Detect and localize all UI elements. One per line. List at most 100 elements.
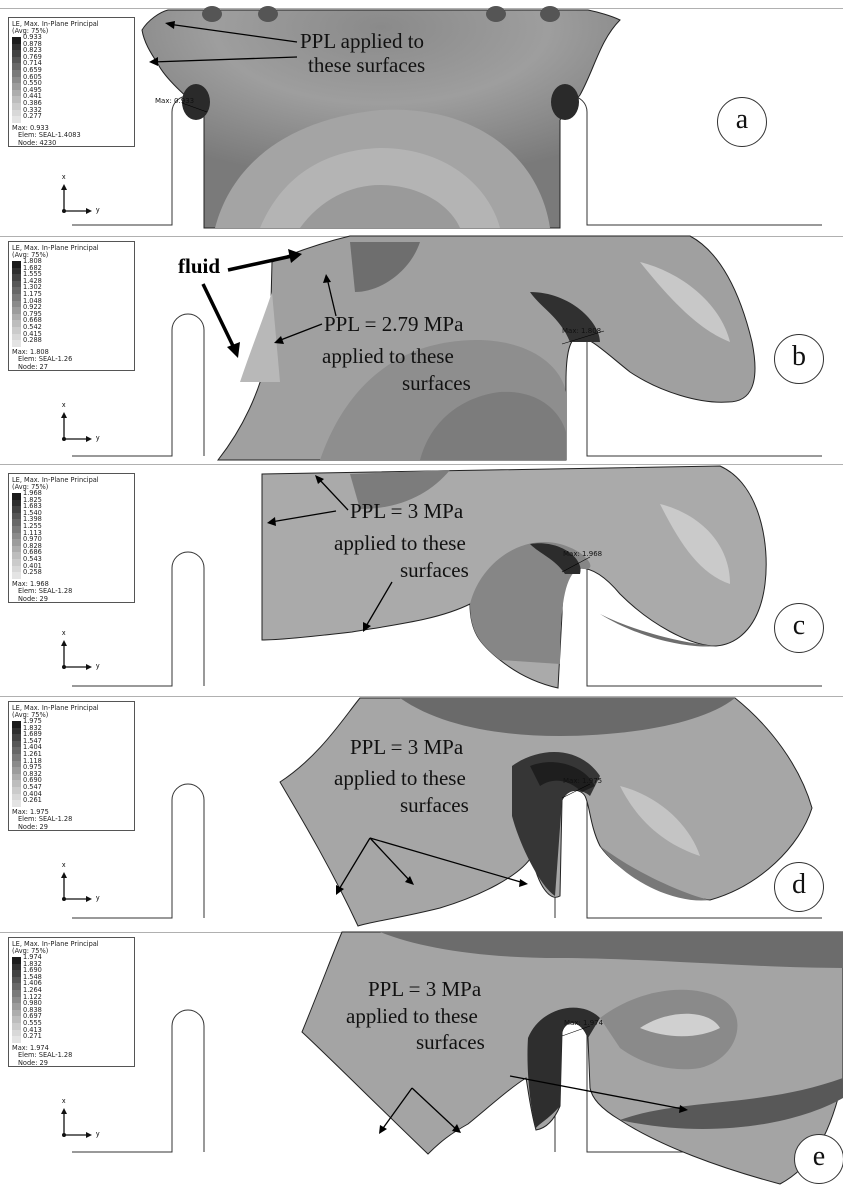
- annotation-line: PPL = 3 MPa: [350, 499, 463, 523]
- legend-swatch: [12, 57, 21, 64]
- legend-swatch: [12, 970, 21, 977]
- legend-value: 0.258: [23, 569, 42, 576]
- legend-swatch: [12, 787, 21, 794]
- legend-swatch: [12, 261, 21, 268]
- legend-swatch: [12, 307, 21, 314]
- legend-swatch: [12, 1003, 21, 1010]
- legend-swatch: [12, 77, 21, 84]
- legend-values: 1.808 1.682 1.555 1.428 1.302 1.175 1.04…: [23, 258, 42, 344]
- max-label: Max: 1.808: [562, 327, 601, 335]
- panel-a: LE, Max. In-Plane Principal (Avg: 75%) 0…: [0, 0, 843, 232]
- panel-label: b: [774, 334, 824, 384]
- legend-values: 0.933 0.878 0.823 0.769 0.714 0.659 0.60…: [23, 34, 42, 120]
- legend-node: Node: 27: [12, 364, 72, 371]
- legend-swatch: [12, 983, 21, 990]
- panel-b: LE, Max. In-Plane Principal (Avg: 75%) 1…: [0, 232, 843, 464]
- panel-c: LE, Max. In-Plane Principal (Avg: 75%) 1…: [0, 464, 843, 696]
- annotation-line: surfaces: [402, 371, 471, 395]
- axis-y-label: y: [96, 207, 100, 214]
- max-label: Max: 0.933: [155, 97, 194, 105]
- legend: LE, Max. In-Plane Principal (Avg: 75%) 1…: [8, 937, 135, 1067]
- legend-swatch: [12, 754, 21, 761]
- legend-stats: Max: 1.808 Elem: SEAL-1.26 Node: 27: [12, 349, 72, 371]
- legend-stats: Max: 1.968 Elem: SEAL-1.28 Node: 29: [12, 581, 72, 603]
- legend-stats: Max: 0.933 Elem: SEAL-1.4083 Node: 4230: [12, 125, 81, 147]
- legend-swatch: [12, 747, 21, 754]
- legend-swatch: [12, 83, 21, 90]
- legend-swatch: [12, 533, 21, 540]
- legend-node: Node: 29: [12, 596, 72, 603]
- legend-color-scale: [12, 721, 21, 807]
- legend-swatch: [12, 964, 21, 971]
- coordinate-triad: x y: [54, 1100, 104, 1140]
- legend-swatch: [12, 274, 21, 281]
- legend-swatch: [12, 1030, 21, 1037]
- annotation-line: PPL applied to: [300, 29, 424, 53]
- legend-swatch: [12, 314, 21, 321]
- legend-swatch: [12, 559, 21, 566]
- coordinate-triad: x y: [54, 864, 104, 904]
- panel-label: c: [774, 603, 824, 653]
- legend-swatch: [12, 1010, 21, 1017]
- legend-swatch: [12, 63, 21, 70]
- legend-swatch: [12, 1016, 21, 1023]
- panel-label: a: [717, 97, 767, 147]
- legend-swatch: [12, 116, 21, 123]
- legend-swatch: [12, 294, 21, 301]
- panel-label: e: [794, 1134, 843, 1184]
- legend-swatch: [12, 741, 21, 748]
- legend-swatch: [12, 340, 21, 347]
- legend-swatch: [12, 800, 21, 807]
- annotation-line: applied to these: [322, 344, 454, 368]
- legend-swatch: [12, 281, 21, 288]
- annotation-line: surfaces: [400, 793, 469, 817]
- legend-swatch: [12, 493, 21, 500]
- legend-swatch: [12, 334, 21, 341]
- legend-swatch: [12, 50, 21, 57]
- legend-color-scale: [12, 261, 21, 347]
- axis-y-label: y: [96, 1131, 100, 1138]
- legend: LE, Max. In-Plane Principal (Avg: 75%) 1…: [8, 701, 135, 831]
- max-label: Max: 1.974: [564, 1019, 603, 1027]
- legend-swatch: [12, 513, 21, 520]
- legend-color-scale: [12, 493, 21, 579]
- legend-swatch: [12, 268, 21, 275]
- legend-value: 0.261: [23, 797, 42, 804]
- legend-value: 0.288: [23, 337, 42, 344]
- max-label: Max: 1.968: [563, 550, 602, 558]
- legend-swatch: [12, 526, 21, 533]
- axis-y-label: y: [96, 895, 100, 902]
- legend-swatch: [12, 794, 21, 801]
- axis-y-label: y: [96, 435, 100, 442]
- legend: LE, Max. In-Plane Principal (Avg: 75%) 0…: [8, 17, 135, 147]
- annotation-line: surfaces: [416, 1030, 485, 1054]
- annotation-line: applied to these: [334, 766, 466, 790]
- legend-node: Node: 4230: [12, 140, 81, 147]
- legend-swatch: [12, 320, 21, 327]
- legend-swatch: [12, 761, 21, 768]
- axis-x-label: x: [62, 402, 66, 409]
- legend-swatch: [12, 519, 21, 526]
- annotation-line: PPL = 3 MPa: [368, 977, 481, 1001]
- legend-color-scale: [12, 957, 21, 1043]
- legend-swatch: [12, 37, 21, 44]
- legend-swatch: [12, 103, 21, 110]
- legend-swatch: [12, 1023, 21, 1030]
- axis-y-label: y: [96, 663, 100, 670]
- legend-swatch: [12, 70, 21, 77]
- legend-stats: Max: 1.974 Elem: SEAL-1.28 Node: 29: [12, 1045, 72, 1067]
- legend-swatch: [12, 728, 21, 735]
- legend-swatch: [12, 552, 21, 559]
- legend-swatch: [12, 327, 21, 334]
- legend-swatch: [12, 539, 21, 546]
- legend-swatch: [12, 990, 21, 997]
- legend-value: 0.277: [23, 113, 42, 120]
- legend-swatch: [12, 572, 21, 579]
- fluid-label: fluid: [178, 254, 220, 279]
- legend-swatch: [12, 566, 21, 573]
- legend-node: Node: 29: [12, 824, 72, 831]
- legend-swatch: [12, 774, 21, 781]
- legend-swatch: [12, 110, 21, 117]
- axis-x-label: x: [62, 174, 66, 181]
- coordinate-triad: x y: [54, 404, 104, 444]
